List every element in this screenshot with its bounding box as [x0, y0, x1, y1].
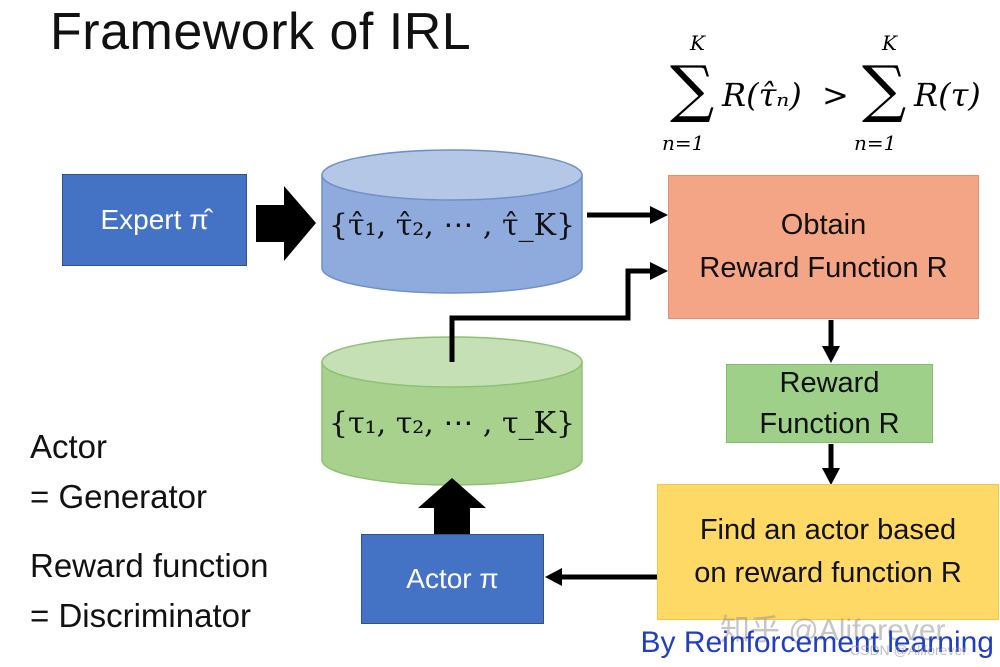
actor-box: Actor π — [361, 534, 544, 624]
side-note-actor-eq: = Generator — [30, 478, 208, 515]
watermark-sub: CSDN @Aliforever — [850, 642, 967, 658]
actor-to-trajectories-arrow — [418, 478, 486, 534]
watermark-main: 知乎 @Aliforever — [720, 614, 946, 647]
reward-line1: Reward — [779, 366, 880, 399]
actor-trajectories-cylinder — [321, 336, 583, 486]
sum-symbol-left: ∑ — [670, 52, 714, 125]
side-note-reward: Reward function — [30, 547, 269, 584]
sum-upper-left: K — [689, 31, 706, 55]
credit-text: By Reinforcement learning — [640, 626, 994, 659]
actor-data-to-obtain-head — [650, 262, 668, 280]
actor-data-to-obtain-line — [449, 268, 652, 362]
page-title: Framework of IRL — [50, 3, 472, 61]
expert-trajectories-label: {τ̂₁, τ̂₂, ⋯ , τ̂_K} — [328, 208, 576, 243]
actor-label: Actor π — [406, 563, 499, 594]
actor-trajectories-label: {τ₁, τ₂, ⋯ , τ_K} — [328, 406, 576, 441]
expert-data-to-obtain-head — [650, 206, 668, 224]
objective-equation: K ∑ n=1 R(τ̂ₙ) > K ∑ n=1 R(τ) — [660, 30, 1000, 164]
obtain-to-reward-head — [822, 346, 840, 363]
expert-trajectories-cylinder — [321, 149, 583, 294]
find-actor-box: Find an actor based on reward function R — [657, 484, 999, 620]
side-note-actor: Actor — [30, 428, 108, 465]
sum-lower-left: n=1 — [662, 131, 704, 155]
obtain-reward-box: Obtain Reward Function R — [668, 175, 979, 319]
find-line2: on reward function R — [694, 557, 962, 589]
sum-symbol-right: ∑ — [862, 52, 906, 125]
expert-to-trajectories-arrow — [256, 186, 316, 261]
equation-lhs: R(τ̂ₙ) — [721, 76, 802, 114]
find-to-actor-head — [545, 568, 562, 586]
equation-rhs: R(τ) — [913, 76, 981, 114]
reward-to-find-head — [822, 468, 840, 485]
equation-operator: > — [822, 76, 849, 114]
reward-line2: Function R — [759, 407, 900, 440]
sum-lower-right: n=1 — [854, 131, 896, 155]
sum-upper-right: K — [881, 31, 898, 55]
reward-function-box: Reward Function R — [726, 364, 933, 443]
obtain-line1: Obtain — [780, 208, 867, 241]
obtain-line2: Reward Function R — [699, 252, 948, 284]
expert-label: Expert π̂ — [100, 204, 209, 235]
equation-svg: K ∑ n=1 R(τ̂ₙ) > K ∑ n=1 R(τ) — [662, 31, 981, 155]
expert-box: Expert π̂ — [62, 174, 247, 266]
side-note-reward-eq: = Discriminator — [30, 597, 251, 634]
find-line1: Find an actor based — [699, 513, 957, 546]
